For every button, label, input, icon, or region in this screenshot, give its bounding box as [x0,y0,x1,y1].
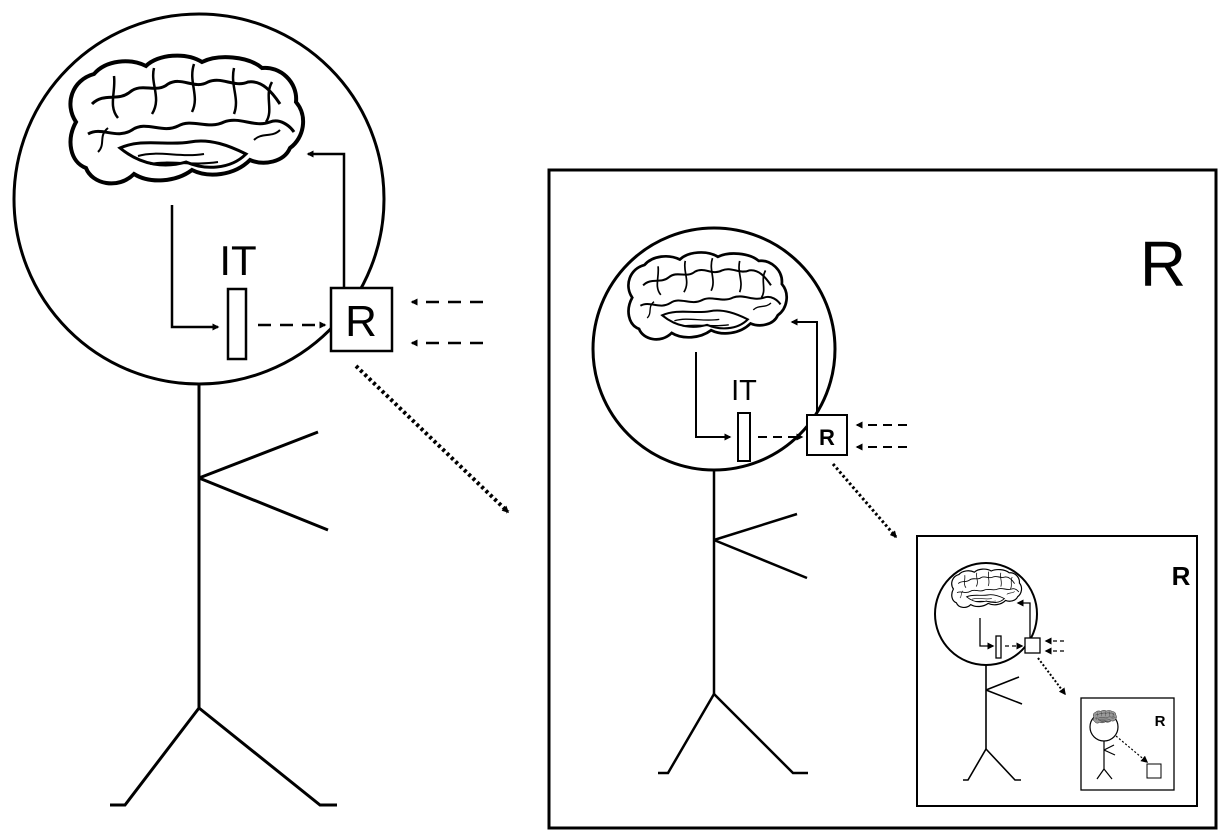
level-2-it-bar [738,413,750,461]
level-2-it-label: IT [731,375,757,407]
level-2-brain-icon [628,252,786,339]
level-4-brain-icon [1093,710,1116,723]
level-1-brain-to-it-arrow [172,205,218,327]
level-1-brain-icon [70,56,303,184]
level-1-it-label: IT [219,237,256,284]
level-2-panel-label: R [1140,228,1186,300]
level-3-panel-label: R [1172,561,1191,591]
level-4-panel: R [1081,698,1174,790]
level-1-r-box-label: R [345,297,377,346]
level-2-r-box-label: R [819,425,835,450]
level-4-r-box [1147,764,1161,778]
level-1-dotted-arrow-to-panel [356,366,508,512]
level-3-r-box [1025,638,1040,653]
level-1-it-bar [228,289,246,359]
level-1-figure: IT R [14,14,508,805]
level-3-brain-icon [952,569,1022,607]
level-3-it-bar [996,636,1001,658]
level-1-r-to-brain-arrow [308,154,344,288]
level-1-stick-body [110,384,337,805]
level-4-panel-label: R [1155,713,1166,730]
